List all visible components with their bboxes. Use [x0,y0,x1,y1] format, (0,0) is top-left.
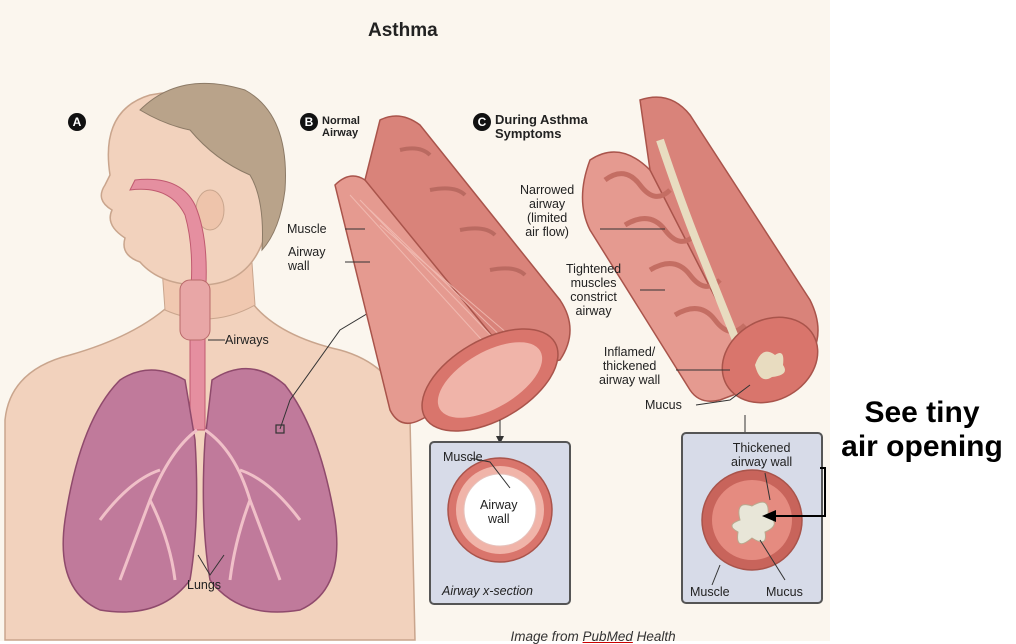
badge-a: A [68,113,86,131]
image-credit: Image from PubMed Health [503,616,676,644]
inset-normal-muscle: Muscle [443,450,483,464]
credit-post: Health [633,629,676,644]
credit-pre: Image from [511,629,583,644]
badge-c: C [473,113,491,131]
label-mucus-c: Mucus [645,398,682,412]
panel-b-title: Normal Airway [322,115,360,139]
person-illustration [5,83,415,640]
panel-c-title: During Asthma Symptoms [495,113,588,141]
label-airway-wall-b: Airway wall [288,245,326,273]
credit-link: PubMed [583,629,633,644]
label-muscle-b: Muscle [287,222,327,236]
badge-b: B [300,113,318,131]
inset-asthma-muscle: Muscle [690,585,730,599]
label-narrowed: Narrowed airway (limited air flow) [520,183,574,239]
inset-normal-caption: Airway x-section [442,584,533,598]
inset-asthma-mucus: Mucus [766,585,803,599]
label-lungs: Lungs [187,578,221,592]
callout-text: See tiny air opening [832,396,1012,464]
label-airways: Airways [225,333,269,347]
diagram-title: Asthma [368,20,438,42]
label-inflamed: Inflamed/ thickened airway wall [599,345,660,387]
inset-asthma-thickened: Thickened airway wall [731,441,792,469]
inset-normal-airway-wall: Airway wall [480,498,518,526]
label-tightened: Tightened muscles constrict airway [566,262,621,318]
